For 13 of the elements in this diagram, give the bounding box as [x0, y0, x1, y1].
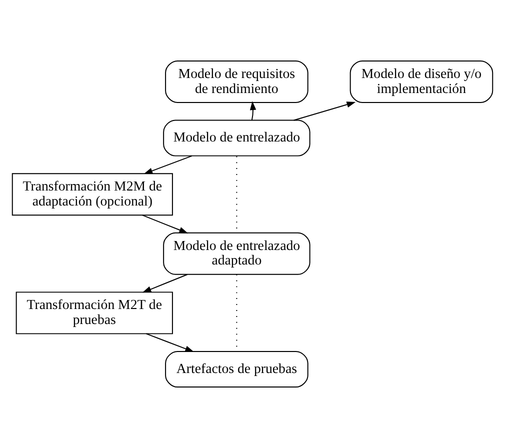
arrow	[293, 102, 356, 121]
arrow	[142, 274, 188, 293]
arrow	[142, 214, 188, 234]
node-box: Artefactos de pruebas	[165, 350, 308, 388]
arrow	[146, 333, 194, 352]
arrow	[250, 101, 256, 120]
node-box: Modelo de entrelazado	[163, 120, 310, 156]
arrow	[144, 155, 192, 174]
node-box: Modelo de requisitos de rendimiento	[165, 60, 308, 103]
node-box: Transformación M2M de adaptación (opcional)	[12, 173, 173, 216]
node-box: Modelo de diseño y/o implementación	[350, 60, 494, 103]
node-box: Modelo de entrelazado adaptado	[163, 232, 310, 275]
node-box: Transformación M2T de pruebas	[16, 292, 173, 334]
